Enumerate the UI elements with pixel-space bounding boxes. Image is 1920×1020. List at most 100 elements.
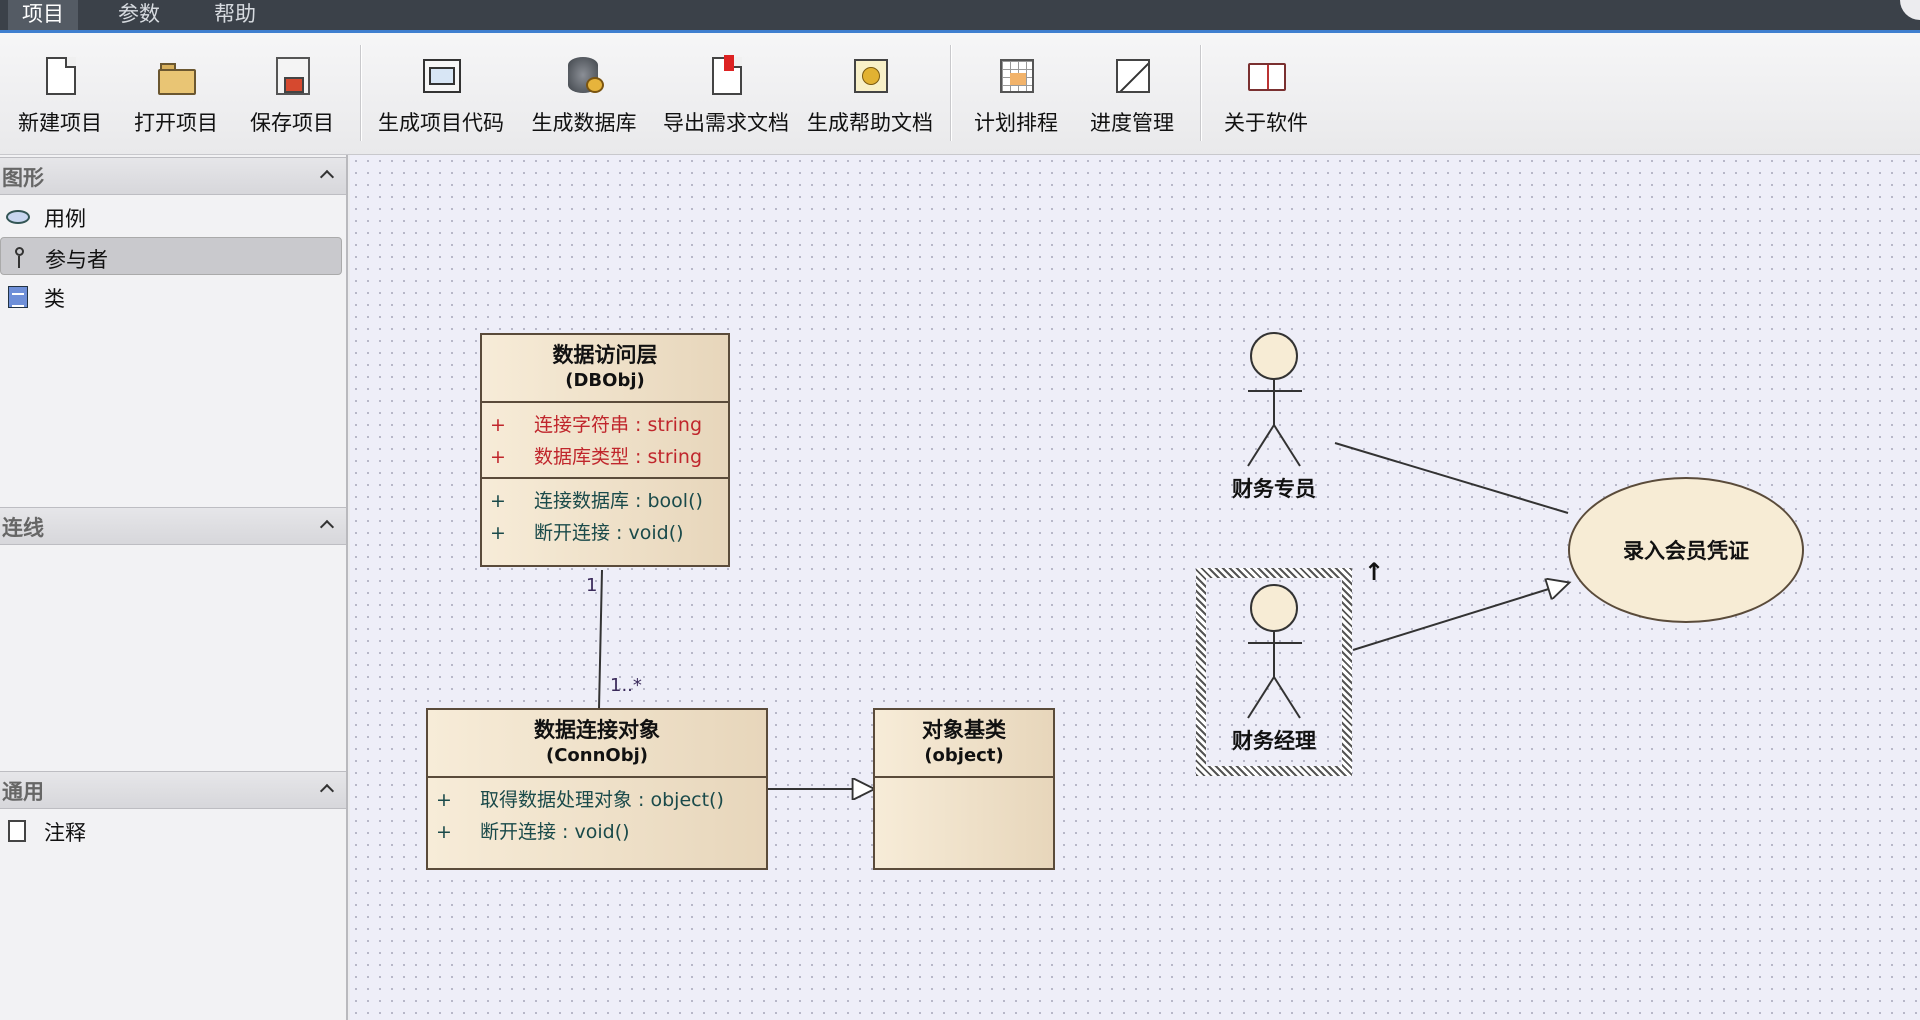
class-alias: (DBObj) — [565, 370, 645, 391]
association-multiplicity-source: 1 — [586, 575, 598, 596]
section-shapes-title: 图形 — [2, 166, 44, 190]
progress-label: 进度管理 — [1090, 111, 1174, 135]
visibility-marker: + — [490, 490, 506, 512]
open-project-button[interactable]: 打开项目 — [130, 55, 222, 147]
about-book-icon — [1244, 55, 1288, 99]
save-project-button[interactable]: 保存项目 — [246, 55, 338, 147]
new-document-icon — [38, 55, 82, 99]
section-connectors-header[interactable]: 连线 — [0, 507, 346, 545]
note-icon — [6, 820, 28, 842]
visibility-marker: + — [436, 789, 452, 811]
toolbar-separator — [950, 45, 952, 141]
class-operation-row[interactable]: + 断开连接 : void() — [428, 816, 766, 848]
menu-project[interactable]: 项目 — [8, 0, 78, 30]
generate-database-button[interactable]: 生成数据库 — [528, 55, 640, 147]
database-icon — [562, 55, 606, 99]
class-header: 数据访问层 (DBObj) — [482, 335, 728, 403]
class-box-object[interactable]: 对象基类 (object) — [873, 708, 1055, 870]
toolbox-item-use-case[interactable]: 用例 — [0, 197, 342, 235]
toolbox-item-actor[interactable]: 参与者 — [0, 237, 342, 275]
window-corner — [1900, 0, 1920, 20]
chevron-up-icon[interactable] — [319, 783, 335, 799]
attribute-text: 连接字符串 : string — [534, 414, 703, 436]
operation-text: 断开连接 : void() — [534, 522, 684, 544]
about-button[interactable]: 关于软件 — [1216, 55, 1316, 147]
chevron-up-icon[interactable] — [319, 519, 335, 535]
new-project-button[interactable]: 新建项目 — [14, 55, 106, 147]
diagram-canvas[interactable]: 数据访问层 (DBObj) + 连接字符串 : string + 数据库类型 :… — [350, 155, 1920, 1020]
class-alias: (ConnObj) — [545, 745, 648, 766]
class-attribute-row[interactable]: + 数据库类型 : string — [482, 441, 728, 473]
class-operations: + 连接数据库 : bool() + 断开连接 : void() — [482, 479, 728, 553]
new-project-label: 新建项目 — [18, 111, 102, 135]
visibility-marker: + — [436, 821, 452, 843]
menu-parameters[interactable]: 参数 — [118, 2, 160, 26]
menu-bar: 项目 参数 帮助 — [0, 0, 1920, 33]
toolbox-item-note[interactable]: 注释 — [0, 811, 342, 849]
visibility-marker: + — [490, 414, 506, 436]
visibility-marker: + — [490, 446, 506, 468]
schedule-button[interactable]: 计划排程 — [966, 55, 1066, 147]
help-document-icon — [848, 55, 892, 99]
toolbox-panel: 图形 用例 参与者 类 连线 通用 注释 — [0, 155, 348, 1020]
class-icon — [6, 286, 28, 308]
class-header: 数据连接对象 (ConnObj) — [428, 710, 766, 778]
actor-label: 财务经理 — [1232, 729, 1316, 753]
generate-code-icon — [419, 55, 463, 99]
generate-database-label: 生成数据库 — [531, 111, 637, 135]
toolbox-item-label: 用例 — [44, 207, 86, 231]
schedule-grid-icon — [994, 55, 1038, 99]
class-operation-row[interactable]: + 断开连接 : void() — [482, 517, 728, 549]
class-attributes: + 连接字符串 : string + 数据库类型 : string — [482, 403, 728, 479]
association-multiplicity-target: 1..* — [610, 675, 642, 696]
class-operations: + 取得数据处理对象 : object() + 断开连接 : void() — [428, 778, 766, 852]
operation-text: 断开连接 : void() — [480, 821, 630, 843]
mouse-cursor-icon: ↑ — [1364, 558, 1385, 586]
class-box-dbobj[interactable]: 数据访问层 (DBObj) + 连接字符串 : string + 数据库类型 :… — [480, 333, 730, 567]
about-label: 关于软件 — [1224, 111, 1308, 135]
section-general-title: 通用 — [2, 780, 44, 804]
visibility-marker: + — [490, 522, 506, 544]
toolbar: 新建项目 打开项目 保存项目 生成项目代码 生成数据库 导出需求文档 生成帮助文… — [0, 33, 1920, 155]
class-operation-row[interactable]: + 取得数据处理对象 : object() — [428, 784, 766, 816]
toolbox-item-class[interactable]: 类 — [0, 277, 342, 315]
use-case-label: 录入会员凭证 — [1623, 539, 1749, 563]
class-header: 对象基类 (object) — [875, 710, 1053, 778]
save-project-label: 保存项目 — [250, 111, 334, 135]
section-shapes-header[interactable]: 图形 — [0, 157, 346, 195]
class-name: 数据连接对象 — [534, 718, 660, 742]
actor-label: 财务专员 — [1232, 477, 1316, 501]
toolbox-item-label: 参与者 — [45, 248, 108, 272]
chevron-up-icon[interactable] — [319, 169, 335, 185]
actor-usecase-association[interactable] — [1334, 442, 1569, 514]
export-requirements-button[interactable]: 导出需求文档 — [660, 55, 792, 147]
use-case-oval-icon — [6, 206, 30, 226]
operation-text: 取得数据处理对象 : object() — [480, 789, 724, 811]
toolbar-separator — [1200, 45, 1202, 141]
actor-icon — [7, 247, 29, 268]
generate-code-label: 生成项目代码 — [378, 111, 504, 135]
actor-figure[interactable] — [1247, 332, 1302, 467]
actor-usecase-generalization[interactable] — [1352, 583, 1568, 651]
class-operation-row[interactable]: + 连接数据库 : bool() — [482, 485, 728, 517]
menu-help[interactable]: 帮助 — [214, 2, 256, 26]
class-name: 数据访问层 — [552, 343, 658, 367]
section-general-header[interactable]: 通用 — [0, 771, 346, 809]
progress-button[interactable]: 进度管理 — [1082, 55, 1182, 147]
save-disk-icon — [270, 55, 314, 99]
toolbar-separator — [360, 45, 362, 141]
association-line[interactable] — [598, 569, 603, 710]
progress-chart-icon — [1110, 55, 1154, 99]
export-document-icon — [704, 55, 748, 99]
use-case-ellipse[interactable]: 录入会员凭证 — [1568, 477, 1804, 623]
generate-help-label: 生成帮助文档 — [807, 111, 933, 135]
export-requirements-label: 导出需求文档 — [663, 111, 789, 135]
selection-hatch-frame[interactable] — [1196, 568, 1352, 776]
generate-help-button[interactable]: 生成帮助文档 — [804, 55, 936, 147]
class-box-connobj[interactable]: 数据连接对象 (ConnObj) + 取得数据处理对象 : object() +… — [426, 708, 768, 870]
generate-code-button[interactable]: 生成项目代码 — [375, 55, 507, 147]
section-connectors-title: 连线 — [2, 516, 44, 540]
open-project-label: 打开项目 — [134, 111, 218, 135]
class-alias: (object) — [924, 745, 1004, 766]
class-attribute-row[interactable]: + 连接字符串 : string — [482, 409, 728, 441]
